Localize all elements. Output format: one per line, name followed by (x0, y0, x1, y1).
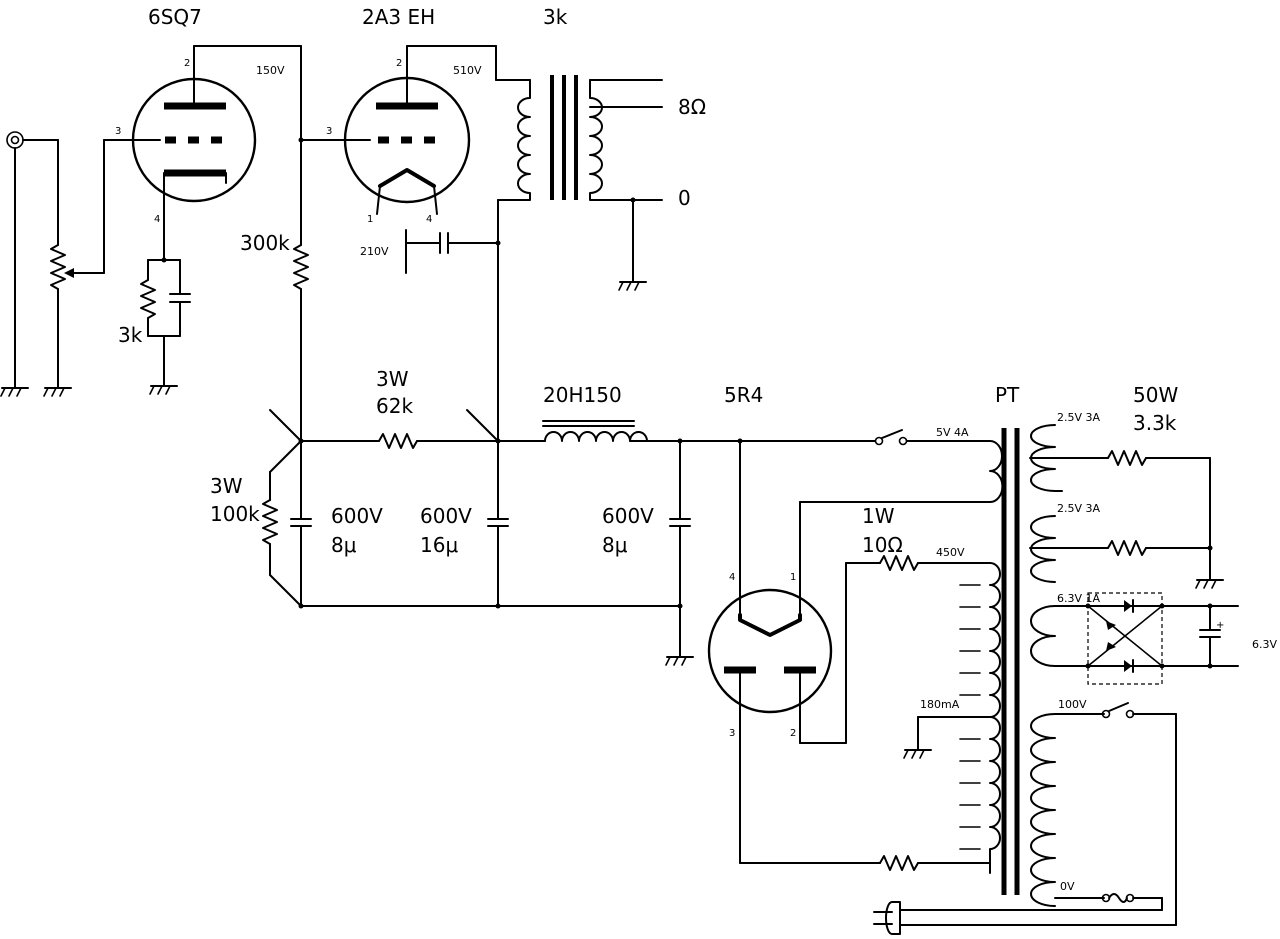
filter-choke (497, 420, 741, 442)
driver-tube-label: 6SQ7 (148, 5, 202, 29)
pt-450v-label: 450V (936, 546, 965, 559)
grid-resistor-300k (293, 244, 309, 442)
dc-heater-output-label: 6.3V (1252, 638, 1277, 651)
output-tube-label: 2A3 EH (362, 5, 435, 29)
pin-number: 2 (396, 58, 402, 69)
pt-hv-winding (989, 562, 1001, 874)
filter-capacitor-1 (290, 438, 312, 609)
ground-symbol (665, 656, 694, 666)
speaker-0-label: 0 (678, 186, 691, 210)
filter-capacitor-3 (669, 438, 691, 658)
pt-2v5-winding-b (1029, 515, 1109, 583)
speaker-8-ohm-label: 8Ω (678, 95, 706, 119)
input-jack (6, 131, 59, 389)
bridge-rectifier (1085, 592, 1165, 685)
bias-voltage-label: 210V (360, 245, 389, 258)
pin-number: 2 (790, 728, 796, 739)
pt-0v-label: 0V (1060, 880, 1075, 893)
mains-plug-icon (873, 901, 1177, 935)
filter-capacitor-2 (466, 409, 509, 609)
driver-plate-voltage: 150V (256, 64, 285, 77)
power-switch (874, 429, 908, 446)
bias-bypass-capacitor (405, 229, 501, 274)
mains-switch (1101, 702, 1135, 719)
pin-number: 1 (790, 572, 796, 583)
pin-number: 1 (367, 214, 373, 225)
cap2-voltage-label: 600V (420, 504, 472, 528)
pt-100v-label: 100V (1058, 698, 1087, 711)
pt-6v3-label: 6.3V 1A (1057, 592, 1101, 605)
volume-potentiometer (50, 139, 105, 389)
heater-resistor-b (1107, 540, 1147, 556)
pin-number: 4 (426, 214, 432, 225)
cap2-value-label: 16μ (420, 533, 458, 557)
heater-resistor-3k3 (1107, 450, 1147, 466)
svg-text:+: + (1216, 620, 1224, 631)
rectifier-tube-5r4 (707, 588, 833, 714)
smoothing-capacitor: + (1199, 603, 1224, 669)
pin-number: 4 (154, 214, 160, 225)
ground-symbol (149, 385, 178, 395)
pt-label: PT (995, 383, 1020, 407)
pt-5v-winding (989, 440, 1004, 503)
pt-primary-winding (1030, 713, 1105, 907)
pt-2v5-a-label: 2.5V 3A (1057, 411, 1101, 424)
bleeder-value-label: 100k (210, 502, 260, 526)
cap1-value-label: 8μ (331, 533, 357, 557)
heater-res-power-label: 50W (1133, 383, 1178, 407)
choke-label: 20H150 (543, 383, 622, 407)
rectifier-resistor-10-ohm (879, 555, 919, 571)
ground-symbol (903, 749, 932, 759)
pin-number: 3 (115, 126, 121, 137)
pin-number: 3 (326, 126, 332, 137)
grid-resistor-label: 300k (240, 231, 290, 255)
pin-number: 2 (184, 58, 190, 69)
ground-symbol (0, 387, 29, 397)
dropper-value-label: 62k (376, 394, 413, 418)
dropper-power-label: 3W (376, 367, 409, 391)
bleeder-power-label: 3W (210, 474, 243, 498)
bleeder-resistor-100k (262, 409, 302, 607)
rectifier-tube-label: 5R4 (724, 383, 763, 407)
pt-2v5-b-label: 2.5V 3A (1057, 502, 1101, 515)
ground-symbol (1195, 579, 1224, 589)
pt-center-tap-label: 180mA (920, 698, 960, 711)
ground-symbol (43, 387, 72, 397)
cathode-resistor-label: 3k (118, 323, 143, 347)
heater-res-value-label: 3.3k (1133, 411, 1177, 435)
output-transformer-label: 3k (543, 5, 568, 29)
cap1-voltage-label: 600V (331, 504, 383, 528)
cap3-voltage-label: 600V (602, 504, 654, 528)
rect-resistor-power-label: 1W (862, 504, 895, 528)
cap3-value-label: 8μ (602, 533, 628, 557)
rect-resistor-value-label: 10Ω (862, 533, 903, 557)
dropper-resistor-62k (378, 433, 418, 449)
cathode-bypass-network (140, 257, 191, 387)
fuse-icon (1101, 893, 1135, 903)
pt-5v-label: 5V 4A (936, 426, 969, 439)
pin-number: 3 (729, 728, 735, 739)
ground-symbol (618, 281, 647, 291)
output-transformer (495, 75, 663, 442)
pin-number: 4 (729, 572, 735, 583)
pt-hv-winding-ticks (959, 584, 981, 850)
hv-resistor (879, 855, 919, 871)
output-plate-voltage: 510V (453, 64, 482, 77)
